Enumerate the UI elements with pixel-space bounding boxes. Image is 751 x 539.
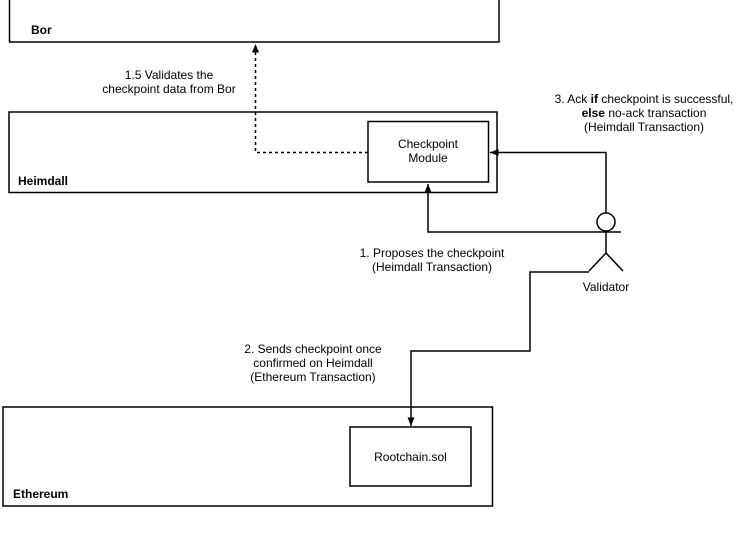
rootchain-box [349, 426, 472, 487]
validator-actor-icon [588, 212, 624, 272]
rootchain-label: Rootchain.sol [374, 450, 447, 464]
validator-left-leg [588, 252, 607, 272]
validator-right-leg [605, 252, 624, 272]
annotation-step-1-5-line1: 1.5 Validates the [124, 68, 214, 82]
connector-ack-transaction [490, 149, 607, 213]
validator-head [596, 212, 616, 232]
annotation-step-3-line1: 3. Ack if checkpoint is successful, [554, 92, 734, 106]
validator-label: Validator [582, 280, 630, 294]
annotation-step-1-5: 1.5 Validates the checkpoint data from B… [102, 68, 235, 96]
annotation-step-1-line2: (Heimdall Transaction) [371, 260, 493, 274]
connector-proposes-checkpoint [424, 184, 621, 233]
connector-validates-bor-dashed [252, 44, 368, 154]
annotation-step-1-5-line2: checkpoint data from Bor [102, 82, 236, 96]
annotation-step-3: 3. Ack if checkpoint is successful, else… [555, 92, 734, 134]
annotation-step-2-line2: confirmed on Heimdall [253, 356, 373, 370]
heimdall-layer-label: Heimdall [18, 174, 69, 188]
annotation-step-3-bold-if: if [590, 92, 598, 106]
ethereum-layer-label: Ethereum [13, 487, 69, 501]
annotation-step-1-line1: 1. Proposes the checkpoint [359, 246, 505, 260]
checkpoint-module-box [367, 120, 490, 183]
bor-layer-label: Bor [31, 23, 52, 37]
annotation-step-3-line3: (Heimdall Transaction) [583, 120, 705, 134]
annotation-step-2: 2. Sends checkpoint once confirmed on He… [244, 342, 381, 384]
connector-sends-checkpoint [407, 271, 589, 426]
annotation-step-3-bold-else: else [581, 106, 605, 120]
checkpoint-module-label-line1: Checkpoint [397, 137, 459, 151]
annotation-step-2-line1: 2. Sends checkpoint once [244, 342, 382, 356]
annotation-step-2-line3: (Ethereum Transaction) [250, 370, 376, 384]
checkpoint-module-label-line2: Module [408, 151, 448, 165]
bor-layer-box [8, 0, 500, 43]
checkpoint-module-label: Checkpoint Module [368, 137, 488, 165]
annotation-step-3-line2: else no-ack transaction [581, 106, 707, 120]
annotation-step-1: 1. Proposes the checkpoint (Heimdall Tra… [360, 246, 505, 274]
